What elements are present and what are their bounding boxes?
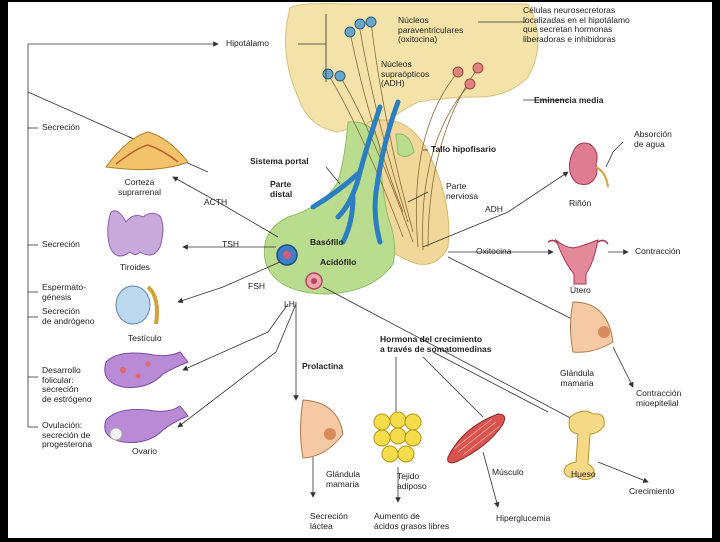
neuron-cells <box>322 16 484 90</box>
label-secrecion-1: Secreción <box>42 122 80 132</box>
label-hiperglucemia: Hiperglucemia <box>496 513 551 523</box>
label-prolactina: Prolactina <box>302 361 344 371</box>
label-espermato: Espermato-génesis <box>42 282 86 302</box>
label-eminencia: Eminencia media <box>534 95 604 105</box>
pituitary-stalk <box>395 133 415 158</box>
bone-shape <box>563 410 605 481</box>
label-utero: Útero <box>570 285 591 295</box>
label-sistema-portal: Sistema portal <box>250 156 309 166</box>
label-basofilo: Basófilo <box>310 237 344 247</box>
label-acidofilo: Acidófilo <box>320 257 357 267</box>
label-oxitocina: Oxitocina <box>476 246 512 256</box>
ovary-follicular-shape <box>104 351 189 388</box>
portal-vessels <box>310 99 401 245</box>
label-hipotalamo: Hipotálamo <box>226 38 269 48</box>
label-lh: LH <box>284 299 295 309</box>
label-contraccion: Contracción <box>635 246 681 256</box>
adipose-tissue-shape <box>373 411 422 463</box>
muscle-shape <box>447 413 506 464</box>
label-secrecion-2: Secreción <box>42 239 80 249</box>
breast-right-shape <box>570 301 614 353</box>
label-acth: ACTH <box>204 197 228 207</box>
label-ovario: Ovario <box>132 446 158 456</box>
ovary-ovulation-shape <box>104 405 189 443</box>
breast-bottom-shape <box>300 399 344 459</box>
label-rinon: Riñón <box>569 198 592 208</box>
adrenal-gland-shape <box>105 131 189 171</box>
label-fsh: FSH <box>248 281 265 291</box>
uterus-shape <box>554 238 599 285</box>
hormone-arrows <box>172 14 649 508</box>
label-tallo: Tallo hipofisario <box>431 144 497 154</box>
label-adh: ADH <box>485 204 503 214</box>
label-musculo: Músculo <box>492 467 524 477</box>
label-crecimiento: Crecimiento <box>629 486 675 496</box>
neurosecretory-fibers <box>327 21 479 251</box>
thyroid-shape <box>107 210 164 257</box>
diagram-graphics <box>27 3 649 508</box>
kidney-shape <box>568 142 598 185</box>
label-testiculo: Testículo <box>128 333 162 343</box>
label-tsh: TSH <box>222 239 239 249</box>
testis-shape <box>115 285 151 325</box>
label-hueso: Hueso <box>571 469 596 479</box>
label-tiroides: Tiroides <box>120 262 150 272</box>
